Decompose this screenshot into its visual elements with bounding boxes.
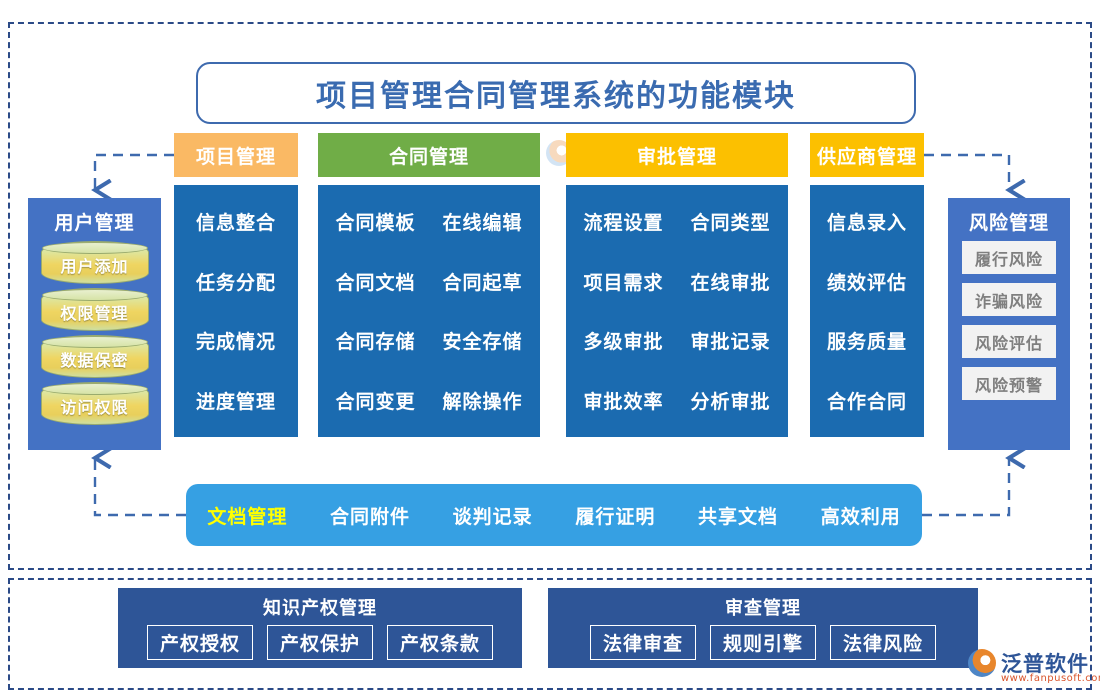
risk-management-item[interactable]: 风险预警 [962, 367, 1056, 400]
module-item-project[interactable]: 进度管理 [195, 390, 276, 413]
document-bar-item[interactable]: 文档管理 [207, 505, 288, 528]
risk-management-item[interactable]: 诈骗风险 [962, 283, 1056, 316]
module-item-contract[interactable]: 合同存储 [335, 331, 416, 354]
user-management-item[interactable]: 访问权限 [40, 382, 149, 425]
module-sub-column: 合同模板合同文档合同存储合同变更 [331, 199, 419, 423]
brand-logo: 泛普软件 www.fanpusoft.com [968, 648, 1100, 684]
document-management-bar[interactable]: 文档管理 合同附件 谈判记录 履行证明 共享文档 高效利用 [186, 484, 922, 546]
module-column-project[interactable]: 项目管理 信息整合任务分配完成情况进度管理 [174, 133, 298, 437]
module-item-project[interactable]: 完成情况 [195, 331, 276, 354]
panel-user-management[interactable]: 用户管理 用户添加权限管理数据保密访问权限 [28, 198, 161, 450]
module-column-approval[interactable]: 审批管理 流程设置项目需求多级审批审批效率合同类型在线审批审批记录分析审批 [566, 133, 788, 437]
module-item-approval[interactable]: 项目需求 [583, 271, 664, 294]
module-item-approval[interactable]: 多级审批 [583, 331, 664, 354]
user-management-item-label: 数据保密 [60, 351, 129, 370]
document-bar-item[interactable]: 履行证明 [575, 505, 656, 528]
brand-logo-icon [968, 649, 996, 677]
module-item-supplier[interactable]: 合作合同 [826, 390, 907, 413]
module-item-contract[interactable]: 合同起草 [442, 271, 523, 294]
module-body-contract: 合同模板合同文档合同存储合同变更在线编辑合同起草安全存储解除操作 [318, 185, 540, 437]
outer-frame-top [8, 22, 1092, 570]
module-header-contract: 合同管理 [318, 133, 540, 177]
module-item-project[interactable]: 信息整合 [195, 212, 276, 234]
document-bar-item[interactable]: 谈判记录 [452, 505, 533, 528]
panel-ip-item[interactable]: 产权保护 [266, 625, 373, 660]
module-sub-column: 信息录入绩效评估服务质量合作合同 [823, 199, 911, 423]
module-sub-column: 合同类型在线审批审批记录分析审批 [686, 199, 774, 423]
panel-risk-management[interactable]: 风险管理 履行风险诈骗风险风险评估风险预警 [948, 198, 1070, 450]
outer-frame-bottom [8, 578, 1092, 690]
module-item-project[interactable]: 任务分配 [195, 271, 276, 294]
risk-management-item[interactable]: 风险评估 [962, 325, 1056, 358]
panel-ip-items: 产权授权产权保护产权条款 [146, 625, 494, 660]
module-item-contract[interactable]: 解除操作 [442, 390, 523, 413]
panel-risk-management-title: 风险管理 [968, 212, 1049, 234]
user-management-item-label: 访问权限 [60, 398, 129, 417]
panel-user-management-title: 用户管理 [54, 212, 135, 234]
module-item-contract[interactable]: 在线编辑 [442, 212, 523, 234]
module-item-contract[interactable]: 合同文档 [335, 271, 416, 294]
panel-ip-title: 知识产权管理 [263, 598, 377, 619]
user-management-items: 用户添加权限管理数据保密访问权限 [40, 241, 149, 429]
document-bar-item[interactable]: 高效利用 [820, 505, 901, 528]
module-body-project: 信息整合任务分配完成情况进度管理 [174, 185, 298, 437]
risk-management-item[interactable]: 履行风险 [962, 241, 1056, 274]
module-column-contract[interactable]: 合同管理 合同模板合同文档合同存储合同变更在线编辑合同起草安全存储解除操作 [318, 133, 540, 437]
user-management-item[interactable]: 用户添加 [40, 241, 149, 284]
module-body-supplier: 信息录入绩效评估服务质量合作合同 [810, 185, 924, 437]
risk-management-items: 履行风险诈骗风险风险评估风险预警 [962, 241, 1056, 409]
module-item-supplier[interactable]: 信息录入 [826, 212, 907, 234]
diagram-title-box: 项目管理合同管理系统的功能模块 [196, 62, 916, 124]
panel-ip-item[interactable]: 产权授权 [146, 625, 253, 660]
panel-review-item[interactable]: 规则引擎 [709, 625, 816, 660]
module-item-approval[interactable]: 分析审批 [690, 390, 771, 413]
brand-logo-name: 泛普软件 [1001, 651, 1089, 676]
module-item-contract[interactable]: 合同模板 [335, 212, 416, 234]
document-bar-item[interactable]: 合同附件 [330, 505, 411, 528]
module-item-approval[interactable]: 流程设置 [583, 212, 664, 234]
brand-logo-url: www.fanpusoft.com [1001, 673, 1100, 684]
module-item-contract[interactable]: 安全存储 [442, 331, 523, 354]
panel-review-title: 审查管理 [725, 598, 801, 619]
user-management-item-label: 用户添加 [60, 257, 129, 276]
module-header-project: 项目管理 [174, 133, 298, 177]
panel-review-items: 法律审查规则引擎法律风险 [589, 625, 937, 660]
module-column-supplier[interactable]: 供应商管理 信息录入绩效评估服务质量合作合同 [810, 133, 924, 437]
module-sub-column: 信息整合任务分配完成情况进度管理 [192, 199, 280, 423]
user-management-item[interactable]: 数据保密 [40, 335, 149, 378]
module-header-approval: 审批管理 [566, 133, 788, 177]
panel-intellectual-property[interactable]: 知识产权管理 产权授权产权保护产权条款 [118, 588, 522, 668]
page-title: 项目管理合同管理系统的功能模块 [316, 79, 796, 114]
module-item-supplier[interactable]: 服务质量 [826, 331, 907, 354]
module-item-approval[interactable]: 合同类型 [690, 212, 771, 234]
panel-review-item[interactable]: 法律风险 [830, 625, 937, 660]
panel-review-management[interactable]: 审查管理 法律审查规则引擎法律风险 [548, 588, 978, 668]
module-item-contract[interactable]: 合同变更 [335, 390, 416, 413]
module-sub-column: 在线编辑合同起草安全存储解除操作 [438, 199, 526, 423]
module-item-approval[interactable]: 审批效率 [583, 390, 664, 413]
user-management-item[interactable]: 权限管理 [40, 288, 149, 331]
module-sub-column: 流程设置项目需求多级审批审批效率 [579, 199, 667, 423]
module-item-approval[interactable]: 审批记录 [690, 331, 771, 354]
module-item-supplier[interactable]: 绩效评估 [826, 271, 907, 294]
module-item-approval[interactable]: 在线审批 [690, 271, 771, 294]
document-bar-item[interactable]: 共享文档 [698, 505, 779, 528]
module-header-supplier: 供应商管理 [810, 133, 924, 177]
user-management-item-label: 权限管理 [60, 304, 129, 323]
panel-ip-item[interactable]: 产权条款 [387, 625, 494, 660]
panel-review-item[interactable]: 法律审查 [589, 625, 696, 660]
module-body-approval: 流程设置项目需求多级审批审批效率合同类型在线审批审批记录分析审批 [566, 185, 788, 437]
